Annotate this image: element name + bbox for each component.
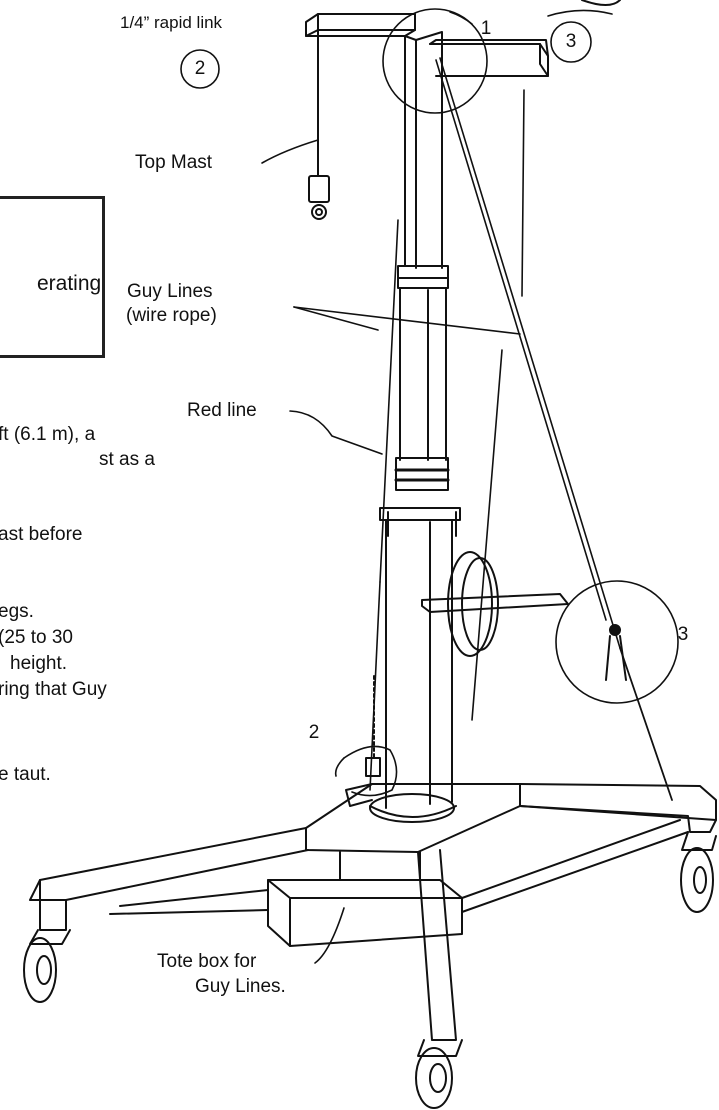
legs (29, 783, 717, 1041)
guy-lines-label: Guy Lines (127, 281, 213, 302)
load-hook (308, 29, 330, 220)
caster-left (23, 929, 71, 1003)
caster-right (680, 831, 717, 913)
body-fragment-5: ring that Guy (0, 679, 107, 700)
red-line-label: Red line (187, 400, 257, 421)
callout-number-3-top: 3 (565, 31, 577, 52)
body-fragment-3: egs. (0, 601, 34, 622)
detail-circle-top-edge (581, 0, 621, 6)
top-cross-arm (305, 13, 549, 77)
callout-number-3-right: 3 (677, 624, 689, 645)
callout-circle-3 (550, 21, 592, 63)
body-fragment-6: e taut. (0, 764, 51, 785)
tote-box-guy-lines-label: Guy Lines. (195, 976, 286, 997)
body-fragment-4a: (25 to 30 (0, 627, 73, 648)
lower-mast (379, 507, 461, 809)
base-plate (305, 783, 521, 853)
top-mast-label: Top Mast (135, 152, 213, 173)
rapid-link-label: 1/4” rapid link (120, 13, 223, 32)
top-mast (404, 31, 443, 269)
tote-box-label: Tote box for (157, 951, 257, 972)
callout-number-2-bottom: 2 (308, 722, 320, 743)
body-fragment-1b: st as a (99, 449, 155, 470)
body-fragment-4b: height. (10, 653, 68, 674)
callout-number-2-top: 2 (194, 58, 206, 79)
guy-lines (369, 57, 621, 791)
callout-number-1: 1 (480, 18, 492, 39)
caster-front (415, 1039, 463, 1109)
heading-fragment: erating (37, 272, 102, 295)
detail-circle-1 (382, 8, 488, 114)
body-fragment-1a: ft (6.1 m), a (0, 424, 96, 445)
tote-box (109, 819, 689, 947)
cropped-heading-box (0, 196, 105, 358)
detail-circle-3 (555, 580, 679, 704)
wire-rope-label: (wire rope) (126, 305, 217, 326)
callout-circle-2 (180, 49, 220, 89)
detail-circle-2 (343, 745, 398, 797)
winch (421, 551, 569, 657)
body-fragment-2: ast before (0, 524, 83, 545)
leader-lines (261, 139, 521, 964)
mid-mast (394, 265, 450, 491)
detail-arrow-1 (449, 11, 473, 25)
